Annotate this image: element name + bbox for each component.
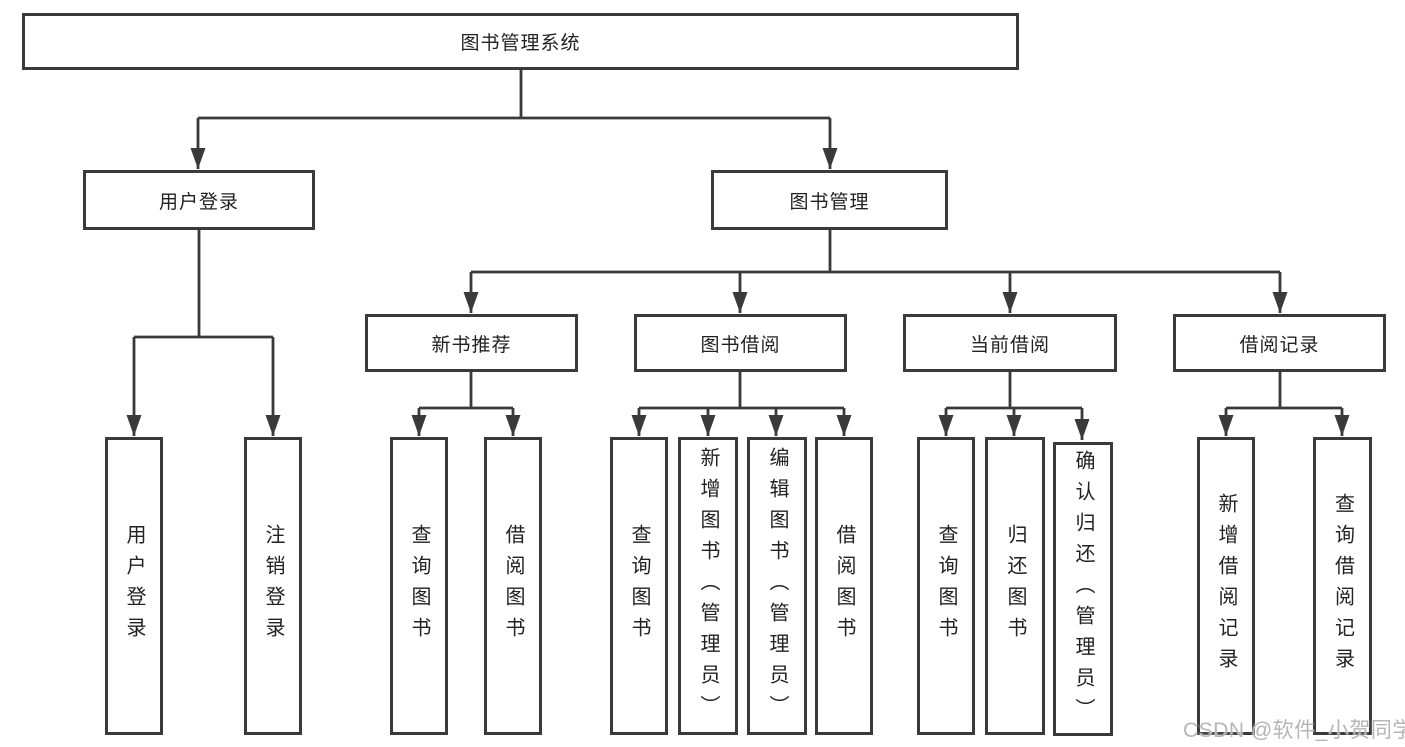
leaf-query-book-2: 查询图书 — [610, 437, 668, 735]
node-book-mgmt: 图书管理 — [711, 170, 948, 230]
node-root: 图书管理系统 — [22, 13, 1019, 70]
node-current-borrow: 当前借阅 — [903, 314, 1117, 372]
leaf-edit-book: 编辑图书（管理员） — [747, 437, 807, 735]
leaf-add-book: 新增图书（管理员） — [678, 437, 738, 735]
leaf-logout-label: 注销登录 — [262, 524, 284, 648]
leaf-add-record-label: 新增借阅记录 — [1215, 493, 1237, 679]
leaf-borrow-book-1-label: 借阅图书 — [502, 524, 524, 648]
leaf-confirm-return-label: 确认归还（管理员） — [1072, 449, 1094, 729]
node-book-borrow: 图书借阅 — [634, 314, 847, 372]
leaf-query-book-3-label: 查询图书 — [935, 524, 957, 648]
leaf-return-book-label: 归还图书 — [1004, 524, 1026, 648]
leaf-query-book-3: 查询图书 — [917, 437, 975, 735]
leaf-logout: 注销登录 — [244, 437, 302, 735]
leaf-edit-book-label: 编辑图书（管理员） — [766, 446, 788, 726]
leaf-query-book-1-label: 查询图书 — [408, 524, 430, 648]
leaf-borrow-book-1: 借阅图书 — [484, 437, 542, 735]
leaf-confirm-return: 确认归还（管理员） — [1053, 442, 1113, 736]
leaf-query-record: 查询借阅记录 — [1313, 437, 1372, 735]
node-user-login: 用户登录 — [83, 170, 315, 230]
leaf-query-book-2-label: 查询图书 — [628, 524, 650, 648]
leaf-query-book-1: 查询图书 — [390, 437, 448, 735]
leaf-query-record-label: 查询借阅记录 — [1331, 493, 1354, 679]
node-new-book-rec: 新书推荐 — [365, 314, 578, 372]
leaf-user-login: 用户登录 — [105, 437, 163, 735]
leaf-borrow-book-2-label: 借阅图书 — [833, 524, 855, 648]
leaf-borrow-book-2: 借阅图书 — [815, 437, 873, 735]
leaf-user-login-label: 用户登录 — [123, 524, 145, 648]
node-borrow-record: 借阅记录 — [1173, 314, 1386, 372]
leaf-return-book: 归还图书 — [985, 437, 1045, 735]
csdn-watermark: CSDN @软件_小贺同学 — [1183, 719, 1405, 742]
leaf-add-book-label: 新增图书（管理员） — [697, 446, 719, 726]
leaf-add-record: 新增借阅记录 — [1197, 437, 1255, 735]
